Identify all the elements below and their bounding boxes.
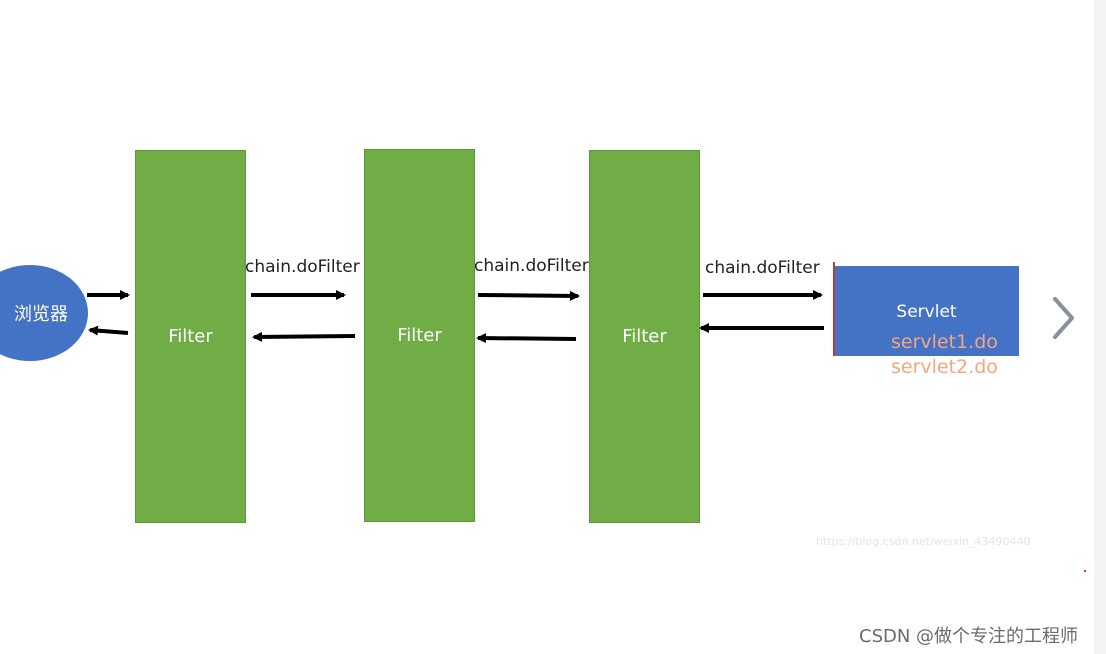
page-right-strip [1094, 0, 1106, 654]
response-arrow-filter2-to-filter1 [252, 331, 356, 342]
servlet-left-edge [833, 262, 835, 356]
servlet-mapping-2: servlet2.do [891, 356, 998, 378]
chevron-right-icon[interactable] [1053, 297, 1074, 339]
browser-label: 浏览器 [14, 304, 68, 325]
response-arrow-filter1-to-browser [88, 325, 129, 336]
filter-node-1: Filter [135, 150, 246, 523]
chain-dofilter-label-2: chain.doFilter [474, 256, 589, 276]
response-arrow-filter3-to-filter2 [476, 333, 577, 344]
filter-label: Filter [622, 326, 667, 347]
footer-credit: CSDN @做个专注的工程师 [859, 626, 1079, 647]
chain-dofilter-label-3: chain.doFilter [705, 258, 820, 278]
watermark-url: https://blog.csdn.net/weixin_43490440 [816, 535, 1031, 548]
filter-label: Filter [168, 326, 213, 347]
filter-node-2: Filter [364, 149, 475, 522]
servlet-label: Servlet [896, 302, 957, 322]
request-arrow-filter2-to-filter3 [477, 290, 580, 301]
filter-label: Filter [397, 325, 442, 346]
filter-node-3: Filter [589, 150, 700, 523]
servlet-node: Servlet [834, 266, 1019, 356]
servlet-mapping-1: servlet1.do [891, 331, 998, 353]
red-dot-mark [1084, 570, 1086, 572]
chain-dofilter-label-1: chain.doFilter [245, 257, 360, 277]
